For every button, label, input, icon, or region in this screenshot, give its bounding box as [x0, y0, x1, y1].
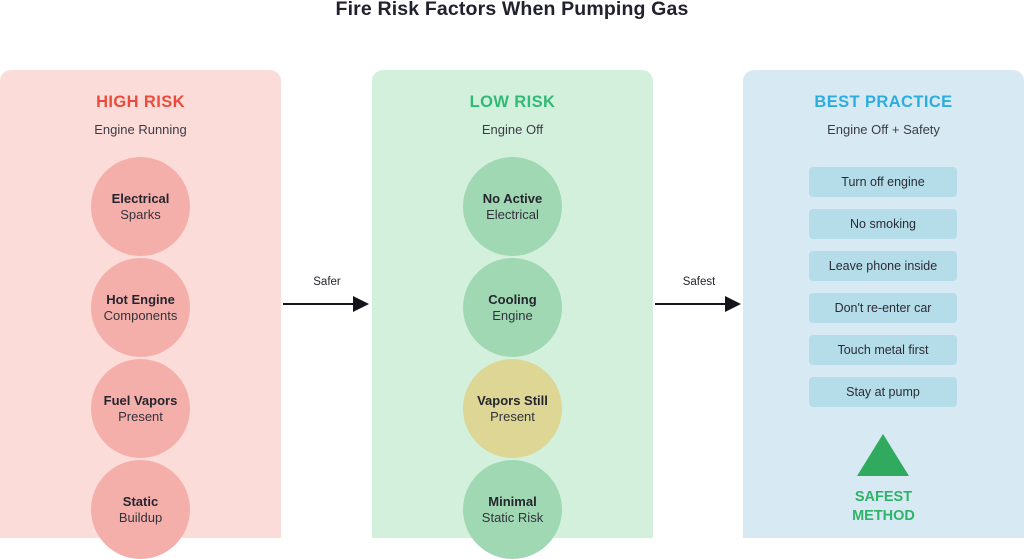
safest-method-line1: SAFEST — [854, 489, 913, 505]
risk-node-electrical[interactable]: Electrical Sparks — [91, 157, 190, 256]
practice-chip-no-smoking[interactable]: No smoking — [809, 209, 957, 239]
arrow-line — [655, 303, 727, 305]
risk-node-title: Vapors Still — [477, 393, 548, 409]
column-subtitle-high-risk: Engine Running — [94, 122, 187, 137]
practice-chip-touch-metal-first[interactable]: Touch metal first — [809, 335, 957, 365]
risk-node-subtitle: Static Risk — [481, 509, 544, 525]
page-title: Fire Risk Factors When Pumping Gas — [335, 0, 689, 20]
risk-node-no-active-electrical[interactable]: No Active Electrical — [463, 157, 562, 256]
risk-node-subtitle: Sparks — [120, 206, 161, 222]
risk-node-hot-engine[interactable]: Hot Engine Components — [91, 258, 190, 357]
column-subtitle-low-risk: Engine Off — [481, 122, 544, 137]
arrow-head-icon — [725, 296, 741, 312]
risk-node-fuel-vapors[interactable]: Fuel Vapors Present — [91, 359, 190, 458]
risk-node-minimal-static-risk[interactable]: Minimal Static Risk — [463, 460, 562, 559]
column-high-risk: HIGH RISK Engine Running Electrical Spar… — [0, 70, 281, 559]
risk-node-subtitle: Components — [103, 307, 178, 323]
practice-chip-stay-at-pump[interactable]: Stay at pump — [809, 377, 957, 407]
risk-node-subtitle: Present — [118, 408, 163, 424]
risk-node-title: Minimal — [488, 494, 537, 510]
risk-node-title: Fuel Vapors — [103, 393, 178, 409]
risk-node-subtitle: Engine — [492, 307, 533, 323]
risk-node-subtitle: Electrical — [486, 206, 539, 222]
safest-method-badge: SAFEST METHOD — [743, 488, 1024, 525]
practice-chip-dont-re-enter-car[interactable]: Don't re-enter car — [809, 293, 957, 323]
risk-node-title: Static — [122, 494, 159, 510]
column-heading-best-practice: BEST PRACTICE — [814, 93, 953, 111]
column-subtitle-best-practice: Engine Off + Safety — [827, 122, 940, 137]
arrow-label-safest: Safest — [682, 276, 716, 288]
arrow-line — [283, 303, 355, 305]
risk-node-title: Cooling — [488, 292, 537, 308]
risk-node-subtitle: Present — [490, 408, 535, 424]
column-best-practice: BEST PRACTICE Engine Off + Safety Turn o… — [743, 70, 1024, 538]
practice-chip-turn-off-engine[interactable]: Turn off engine — [809, 167, 957, 197]
risk-node-vapors-still-present[interactable]: Vapors Still Present — [463, 359, 562, 458]
safest-method-line2: METHOD — [852, 507, 915, 524]
practice-chip-leave-phone-inside[interactable]: Leave phone inside — [809, 251, 957, 281]
arrow-head-icon — [353, 296, 369, 312]
risk-node-title: No Active — [482, 191, 543, 207]
arrow-safer: Safer — [283, 276, 371, 320]
column-low-risk: LOW RISK Engine Off No Active Electrical… — [372, 70, 653, 559]
triangle-up-icon — [857, 434, 909, 476]
arrow-label-safer: Safer — [313, 276, 341, 288]
risk-node-title: Electrical — [111, 191, 170, 207]
risk-node-static[interactable]: Static Buildup — [91, 460, 190, 559]
risk-node-subtitle: Buildup — [118, 509, 163, 525]
column-heading-low-risk: LOW RISK — [469, 93, 556, 111]
risk-node-title: Hot Engine — [106, 292, 175, 308]
arrow-safest: Safest — [655, 276, 743, 320]
column-heading-high-risk: HIGH RISK — [96, 93, 185, 111]
risk-node-cooling-engine[interactable]: Cooling Engine — [463, 258, 562, 357]
